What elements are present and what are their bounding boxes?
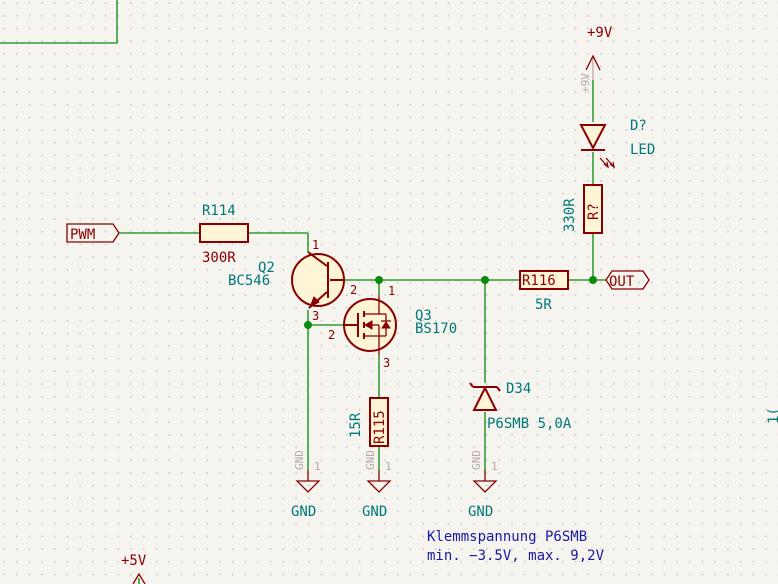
- gnd-label: GND: [362, 504, 387, 520]
- led-d[interactable]: D? LED: [579, 118, 655, 169]
- power-9v[interactable]: +9V +9V: [579, 25, 613, 93]
- junction-dot: [589, 276, 597, 284]
- power-9v-text: +9V: [587, 25, 613, 41]
- led-value: LED: [630, 142, 655, 158]
- note-line-1: Klemmspannung P6SMB: [427, 529, 587, 545]
- power-5v-text: +5V: [121, 553, 147, 569]
- r-led-ref: R?: [586, 203, 602, 220]
- gnd-symbol-3[interactable]: GND 1 GND: [468, 450, 498, 520]
- q2-pin1: 1: [312, 238, 319, 252]
- gnd-pin-num: 1: [491, 460, 498, 473]
- gnd-pin-name: GND: [470, 450, 483, 470]
- d34-value: P6SMB 5,0A: [487, 416, 572, 432]
- transistor-q2[interactable]: 1 2 3 Q2 BC546: [228, 238, 357, 323]
- d34-ref: D34: [506, 381, 531, 397]
- sheet-border: [0, 0, 118, 44]
- q2-pin2: 2: [350, 283, 357, 297]
- mosfet-q3[interactable]: 1 2 3 Q3 BS170: [328, 284, 457, 370]
- r115-ref: R115: [372, 410, 388, 444]
- q3-pin3: 3: [383, 356, 390, 370]
- gnd-pin-name: GND: [364, 450, 377, 470]
- junction-dot: [304, 321, 312, 329]
- r115-value: 15R: [348, 412, 364, 438]
- junction-dot: [481, 276, 489, 284]
- note-line-2: min. −3.5V, max. 9,2V: [427, 548, 605, 564]
- r114-value: 300R: [202, 250, 236, 266]
- gnd-label: GND: [291, 504, 316, 520]
- q2-value: BC546: [228, 273, 270, 289]
- gnd-symbol-2[interactable]: GND 1 GND: [362, 450, 392, 520]
- label-pwm[interactable]: PWM: [66, 223, 120, 243]
- q3-value: BS170: [415, 321, 457, 337]
- q3-pin2: 2: [328, 328, 335, 342]
- q3-pin1: 1: [388, 284, 395, 298]
- led-ref: D?: [630, 118, 647, 134]
- power-5v[interactable]: +5V: [121, 553, 147, 584]
- label-pwm-text: PWM: [70, 227, 95, 243]
- r116-ref: R116: [522, 273, 556, 289]
- gnd-label: GND: [468, 504, 493, 520]
- label-out-text: OUT: [609, 274, 635, 290]
- power-9v-pin: +9V: [579, 73, 592, 93]
- r-led-value: 330R: [562, 198, 578, 232]
- resistor-r115[interactable]: R115 15R: [348, 397, 389, 447]
- label-out[interactable]: OUT: [605, 270, 650, 290]
- junction-dot: [375, 276, 383, 284]
- edge-text: 1(: [766, 407, 778, 424]
- q3-ref: Q3: [415, 308, 432, 324]
- diode-d34[interactable]: D34 P6SMB 5,0A: [469, 381, 572, 432]
- r114-ref: R114: [202, 203, 236, 219]
- r116-value: 5R: [535, 297, 552, 313]
- q2-pin3: 3: [312, 309, 319, 323]
- gnd-pin-num: 1: [385, 460, 392, 473]
- resistor-r116[interactable]: R116 5R: [519, 270, 569, 313]
- resistor-r-led[interactable]: R? 330R: [562, 184, 603, 234]
- gnd-pin-name: GND: [293, 450, 306, 470]
- note: Klemmspannung P6SMB min. −3.5V, max. 9,2…: [427, 529, 605, 564]
- gnd-pin-num: 1: [314, 460, 321, 473]
- gnd-symbol-1[interactable]: GND 1 GND: [291, 450, 321, 520]
- q2-ref: Q2: [258, 260, 275, 276]
- resistor-r114[interactable]: R114 300R: [199, 203, 249, 266]
